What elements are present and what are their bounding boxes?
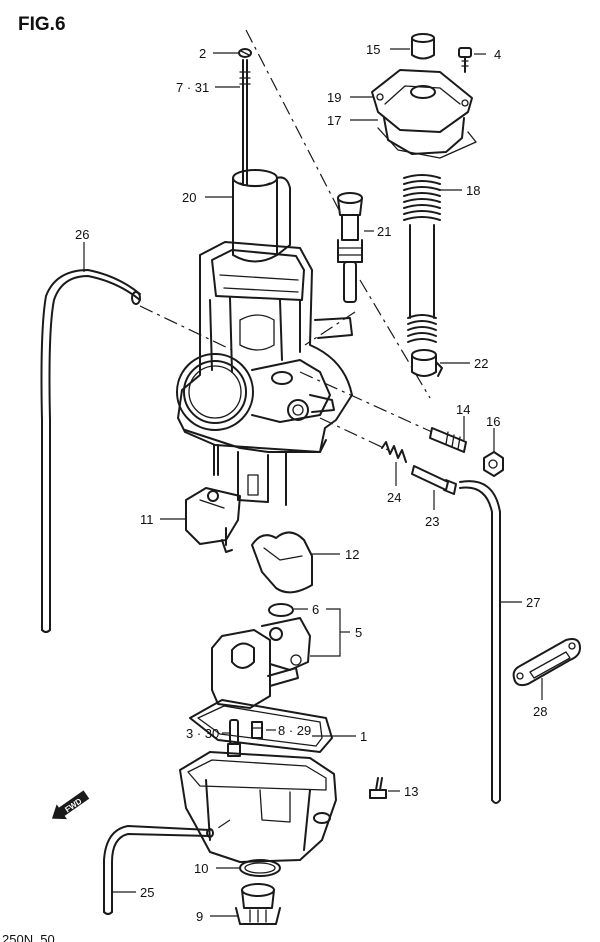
callout-13: 13 (404, 784, 418, 799)
part-1-gasket (189, 699, 333, 753)
part-23-screw (411, 465, 457, 495)
part-9-plug (235, 883, 281, 925)
callout-10: 10 (194, 861, 208, 876)
callout-11: 11 (140, 512, 154, 527)
part-4-screw (458, 47, 472, 73)
callout-27: 27 (526, 595, 540, 610)
callout-23: 23 (425, 514, 439, 529)
callout-4: 4 (494, 47, 501, 62)
part-19-top-cover (371, 69, 473, 155)
callout-25: 25 (140, 885, 154, 900)
callout-14: 14 (456, 402, 470, 417)
callout-3: 3 · 30 (186, 726, 219, 741)
callout-19: 19 (327, 90, 341, 105)
part-28-bracket (512, 638, 581, 687)
leader-lines (83, 48, 543, 917)
callout-2: 2 (199, 46, 206, 61)
part-20-throttle-slide (232, 169, 291, 263)
fwd-arrow-icon: FWD (51, 790, 90, 820)
part-3-main-jet (227, 719, 241, 757)
callout-7: 7 · 31 (176, 80, 209, 95)
callout-28: 28 (533, 704, 547, 719)
callout-26: 26 (75, 227, 89, 242)
carburetor-body (176, 241, 353, 506)
part-11-lever (185, 487, 241, 553)
callout-22: 22 (474, 356, 488, 371)
callout-12: 12 (345, 547, 359, 562)
callout-17: 17 (327, 113, 341, 128)
callout-1: 1 (360, 729, 367, 744)
part-14-rod (429, 427, 467, 453)
callout-6: 6 (312, 602, 319, 617)
part-21-starter-plunger (337, 192, 363, 303)
callout-15: 15 (366, 42, 380, 57)
part-27-hose (459, 480, 501, 804)
callout-9: 9 (196, 909, 203, 924)
part-2-clip (238, 48, 252, 58)
float-bowl (179, 751, 337, 863)
part-18-spring-tube (403, 174, 441, 343)
part-5-float-assembly (211, 617, 311, 709)
callout-21: 21 (377, 224, 391, 239)
part-17-gasket (377, 127, 477, 159)
callout-5: 5 (355, 625, 362, 640)
callout-labels: 2 7 · 31 15 4 19 17 18 20 21 26 22 14 16… (75, 42, 547, 924)
part-7-jet-needle (239, 59, 251, 186)
part-26-hose (40, 269, 141, 633)
part-8-pilot-jet (251, 721, 263, 739)
part-15-cap (411, 33, 435, 60)
callout-8: 8 · 29 (278, 723, 311, 738)
callout-20: 20 (182, 190, 196, 205)
callout-24: 24 (387, 490, 401, 505)
part-16-nut (483, 451, 504, 477)
part-10-oring (239, 859, 281, 877)
figure-footer: 250N..50 (2, 932, 55, 942)
callout-18: 18 (466, 183, 480, 198)
part-22-fitting (411, 349, 443, 377)
callout-16: 16 (486, 414, 500, 429)
figure-title: FIG.6 (18, 14, 66, 35)
part-24-spring (381, 441, 407, 463)
part-13-screw (369, 777, 387, 799)
part-25-hose (103, 825, 214, 915)
part-6-oring (268, 603, 294, 617)
part-12-float (251, 531, 313, 594)
